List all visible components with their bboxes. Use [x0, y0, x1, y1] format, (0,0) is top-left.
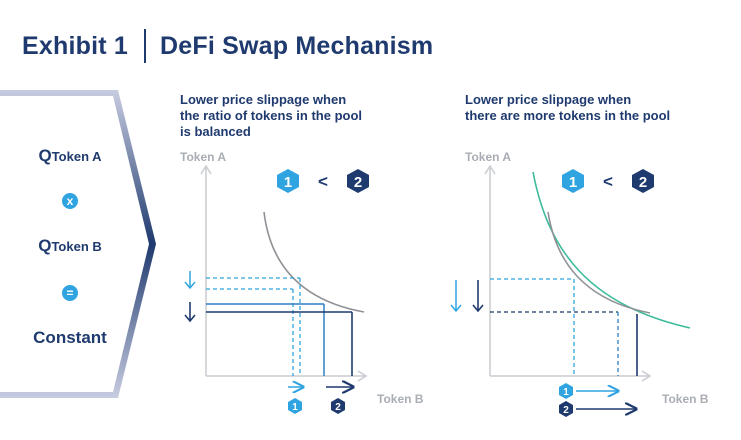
q-symbol-b: Q [38, 236, 52, 255]
left-panel-caption: Lower price slippage when the ratio of t… [180, 92, 362, 140]
right-x-axis-label: Token B [662, 392, 709, 406]
right-small-badge-2-text: 2 [563, 405, 569, 416]
left-down-arrow-dark [184, 302, 196, 323]
left-down-arrow-light [184, 271, 196, 290]
right-down-arrow-light [450, 280, 462, 313]
token-b-quantity: QToken B [0, 236, 140, 256]
left-x-axis-label: Token B [377, 392, 424, 406]
right-less-than-sign: < [603, 172, 613, 191]
right-small-pool-curve [547, 211, 651, 314]
exhibit-label: Exhibit 1 [22, 31, 128, 60]
token-a-quantity: QToken A [0, 146, 140, 166]
left-bonding-curve [263, 211, 365, 313]
right-badge-1-text: 1 [569, 174, 577, 191]
right-axes [484, 164, 652, 382]
left-hex-badge-1-small: 1 [288, 398, 302, 414]
left-caption-line-2: the ratio of tokens in the pool [180, 108, 362, 123]
exhibit-header: Exhibit 1 DeFi Swap Mechanism [22, 26, 433, 66]
constant-product-formula: QToken A x QToken B = Constant [0, 88, 160, 400]
left-caption-line-3: is balanced [180, 124, 251, 139]
right-down-arrow-dark [472, 280, 484, 313]
constant-label: Constant [33, 328, 107, 347]
right-panel-caption: Lower price slippage when there are more… [465, 92, 670, 124]
right-caption-line-2: there are more tokens in the pool [465, 108, 671, 123]
multiply-operator: x [0, 192, 140, 210]
token-b-label: Token B [51, 239, 102, 254]
left-small-badge-2-text: 2 [335, 402, 341, 413]
multiply-icon: x [62, 193, 78, 209]
left-small-badge-1-text: 1 [292, 402, 298, 413]
left-badge-1-text: 1 [284, 174, 292, 191]
left-less-than-sign: < [318, 172, 328, 191]
left-hex-badge-2-small: 2 [331, 398, 345, 414]
right-large-pool-curve [532, 171, 691, 329]
right-hex-badge-2-small: 2 [559, 401, 573, 417]
equals-icon: = [62, 285, 78, 301]
left-hex-badge-2: 2 [347, 169, 369, 193]
right-hex-badge-1: 1 [562, 169, 584, 193]
right-y-axis-label: Token A [465, 150, 512, 164]
right-badge-2-text: 2 [639, 174, 647, 191]
equals-operator: = [0, 284, 140, 302]
q-symbol-a: Q [38, 146, 52, 165]
left-hex-badge-1: 1 [277, 169, 299, 193]
left-y-axis-label: Token A [180, 150, 227, 164]
right-hex-badge-1-small: 1 [559, 383, 573, 399]
left-badge-2-text: 2 [354, 174, 362, 191]
right-hex-badge-2: 2 [632, 169, 654, 193]
token-a-label: Token A [51, 149, 102, 164]
left-axes [200, 164, 368, 382]
exhibit-title: DeFi Swap Mechanism [160, 31, 434, 60]
right-small-badge-1-text: 1 [563, 387, 569, 398]
left-caption-line-1: Lower price slippage when [180, 92, 347, 107]
title-divider [144, 29, 146, 63]
right-caption-line-1: Lower price slippage when [465, 92, 632, 107]
